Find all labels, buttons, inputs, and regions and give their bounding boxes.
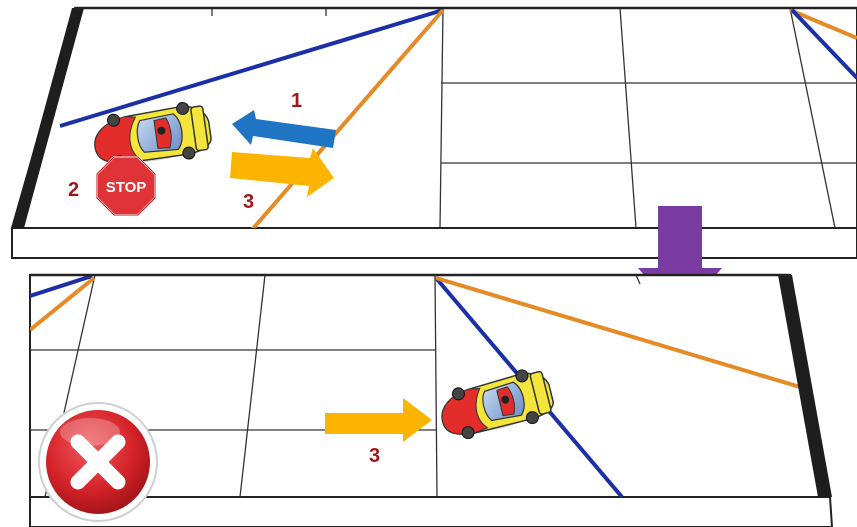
bottom-orange-line (435, 276, 811, 392)
bottom-panel: 3 (29, 273, 834, 527)
top-board-edge (11, 227, 857, 259)
step-2-label: 2 (68, 179, 79, 201)
arrow-3-bottom-icon (325, 398, 432, 442)
bottom-left-orange-line (30, 276, 96, 332)
top-grid (211, 8, 857, 228)
bottom-board-edge (29, 496, 834, 527)
top-panel: 1 2 3 STOP (10, 6, 857, 259)
bottom-wall (778, 275, 832, 497)
top-right-blue-line (790, 8, 857, 80)
step-3-top-label: 3 (243, 191, 254, 213)
arrow-1-icon (232, 110, 336, 148)
arrow-3-top-icon (230, 148, 334, 197)
top-wall (12, 8, 84, 228)
step-1-label: 1 (291, 90, 302, 112)
fail-x-icon (38, 402, 158, 522)
bottom-left-blue-line (30, 275, 93, 298)
stop-sign-text: STOP (106, 179, 147, 196)
top-orange-line (248, 8, 445, 228)
race-car-icon (441, 369, 554, 440)
step-3-bottom-label: 3 (369, 445, 380, 467)
stop-sign-icon: STOP (96, 156, 156, 216)
top-right-orange-line (789, 8, 857, 40)
top-blue-line (59, 8, 444, 128)
